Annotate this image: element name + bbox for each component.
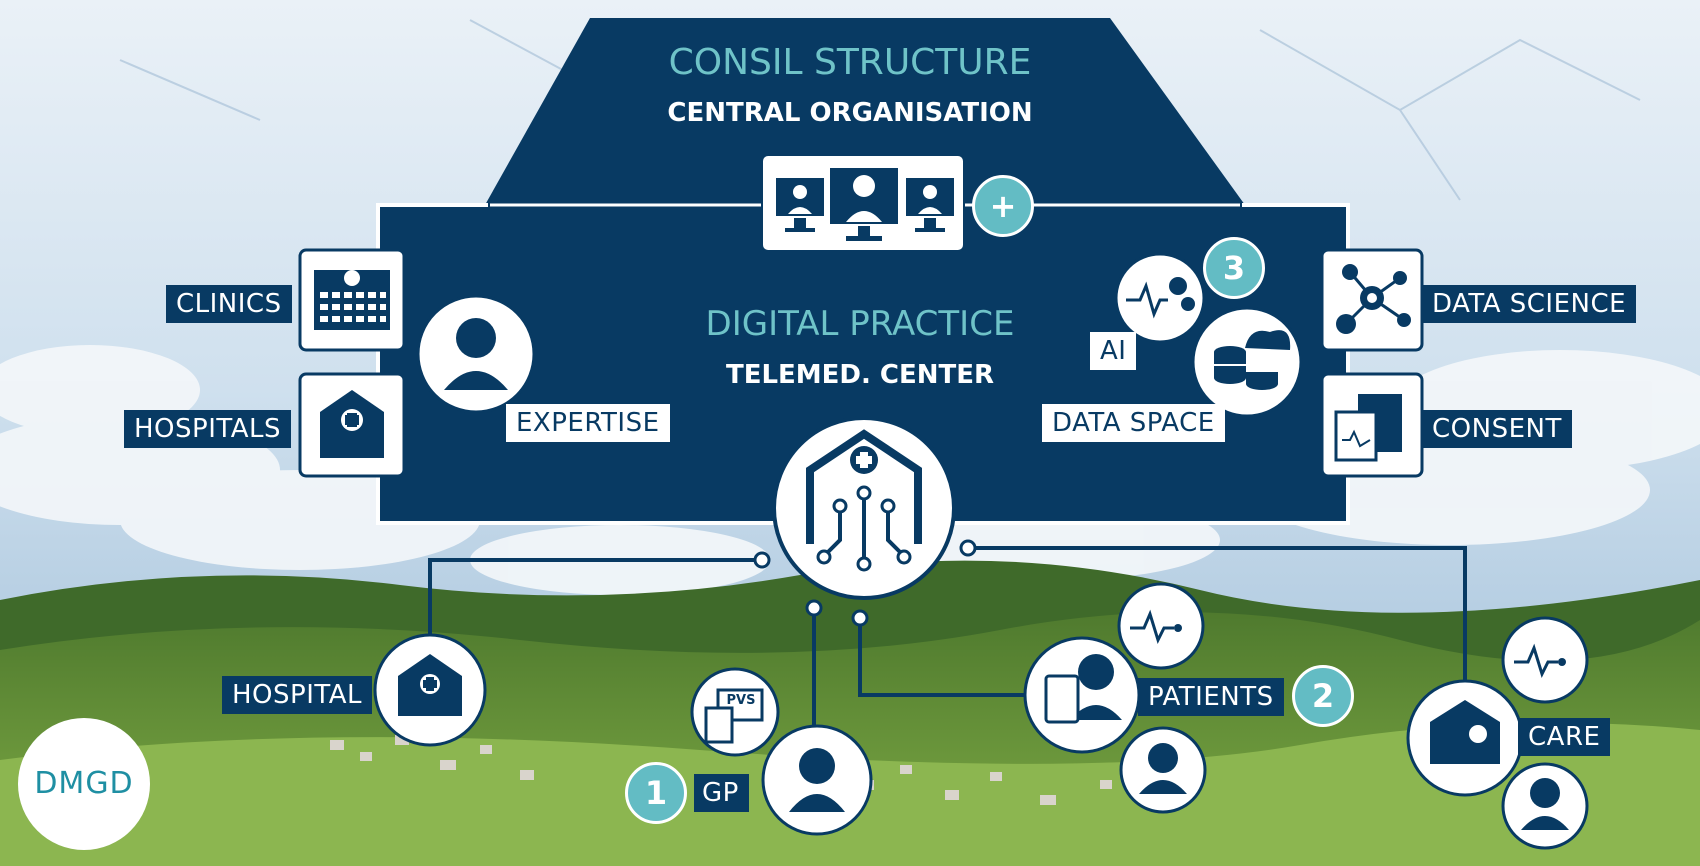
dmgd-logo: DMGD — [18, 718, 150, 850]
label-ai: AI — [1090, 332, 1137, 370]
clinic-building-icon — [298, 248, 406, 352]
label-care: CARE — [1518, 718, 1611, 756]
pulse-signal-icon — [1117, 582, 1205, 670]
number-badge-3: 3 — [1203, 237, 1265, 299]
consent-document-icon — [1320, 372, 1424, 478]
village — [330, 735, 1112, 805]
label-data-science: DATA SCIENCE — [1422, 285, 1637, 323]
nurse-icon — [1501, 762, 1589, 850]
gp-doctor-icon — [761, 724, 873, 836]
ai-pulse-gears-icon — [1114, 252, 1206, 344]
central-subtitle: CENTRAL ORGANISATION — [667, 98, 1033, 128]
connector-dots — [753, 539, 977, 627]
label-hospital: HOSPITAL — [222, 676, 373, 714]
doctor-icon — [416, 294, 536, 414]
care-pulse-icon — [1501, 616, 1589, 704]
center-subtitle: TELEMED. CENTER — [725, 360, 995, 390]
clouds — [0, 345, 1700, 595]
central-organisation-panel — [485, 18, 1245, 205]
label-hospitals: HOSPITALS — [124, 410, 292, 448]
care-home-icon — [1406, 679, 1524, 797]
label-gp: GP — [694, 774, 749, 812]
doctor-monitors-icon — [761, 154, 965, 252]
network-graph-icon — [1320, 248, 1424, 352]
label-data-space: DATA SPACE — [1042, 404, 1225, 442]
tablet-heart-icon — [1023, 636, 1141, 754]
pvs-computer-icon — [690, 667, 780, 757]
telemed-hub-icon — [772, 416, 956, 600]
patient-icon — [1119, 726, 1207, 814]
label-patients: PATIENTS — [1138, 678, 1284, 716]
label-clinics: CLINICS — [166, 285, 292, 323]
center-title: DIGITAL PRACTICE — [705, 304, 1015, 344]
number-badge-2: 2 — [1292, 665, 1354, 727]
label-expertise: EXPERTISE — [506, 404, 670, 442]
plus-badge: + — [972, 175, 1034, 237]
connector-lines — [428, 546, 1467, 744]
hospital-icon — [298, 372, 406, 478]
label-pvs: PVS — [726, 693, 756, 708]
database-cloud-icon — [1191, 306, 1303, 418]
hospital-circle-icon — [373, 633, 487, 747]
number-badge-1: 1 — [625, 762, 687, 824]
label-consent: CONSENT — [1422, 410, 1572, 448]
central-title: CONSIL STRUCTURE — [668, 42, 1032, 83]
